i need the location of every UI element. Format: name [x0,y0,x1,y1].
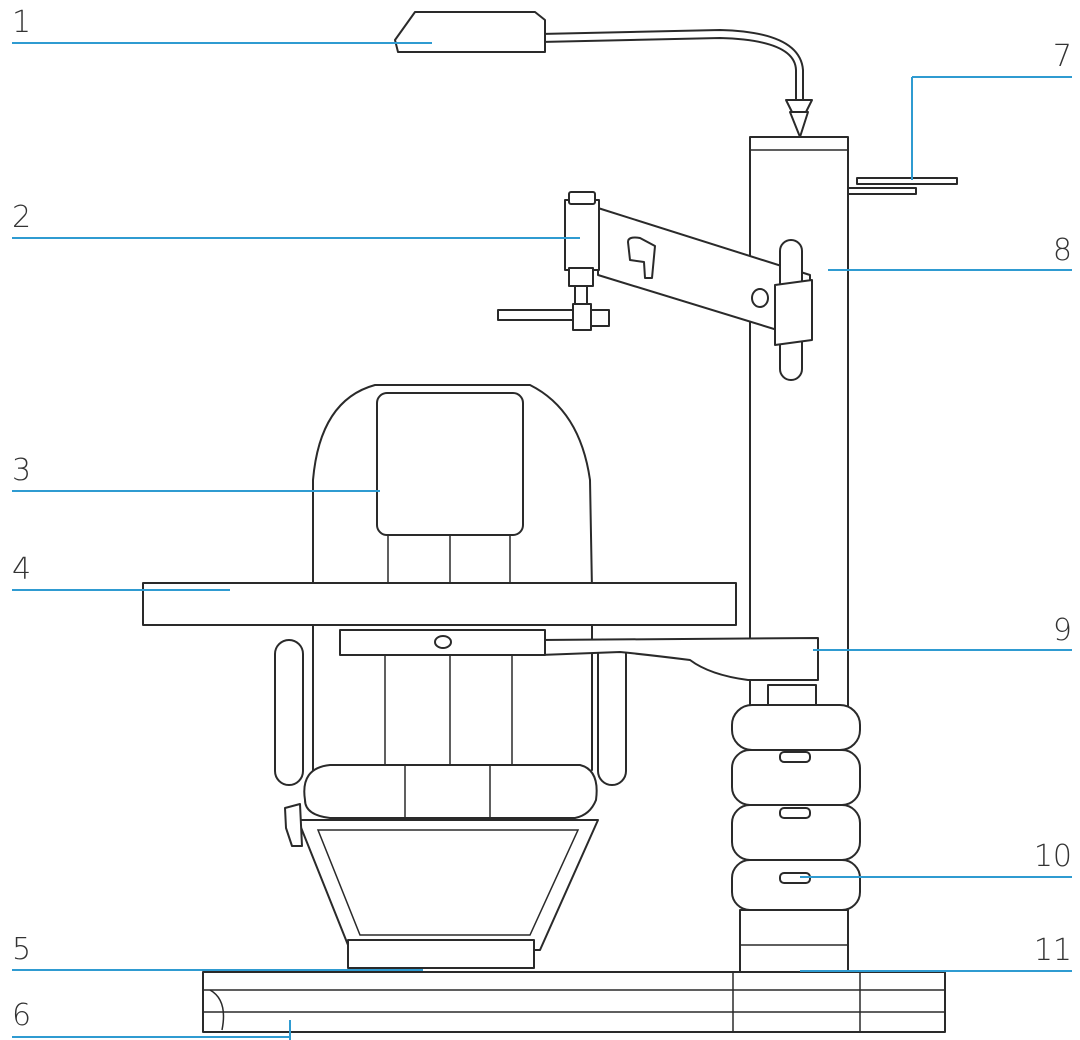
table-arm [339,629,819,681]
label-5: 5 [12,932,32,967]
label-8: 8 [1052,233,1072,268]
table-top [142,582,737,626]
leader-lines [12,42,1072,1040]
lift-housing [731,684,861,911]
base-plate [202,971,946,1033]
refractor-arm [497,191,813,381]
label-10: 10 [1033,839,1072,874]
pedestal [739,909,849,973]
label-9: 9 [1052,613,1072,648]
column [749,136,849,716]
label-4: 4 [12,552,32,587]
lamp [394,11,813,138]
instrument-tray [847,177,958,195]
label-6: 6 [12,998,32,1033]
label-7: 7 [1052,39,1072,74]
chair [274,384,627,969]
label-11: 11 [1033,933,1072,968]
label-3: 3 [12,453,32,488]
label-1: 1 [12,5,32,40]
label-2: 2 [12,200,32,235]
